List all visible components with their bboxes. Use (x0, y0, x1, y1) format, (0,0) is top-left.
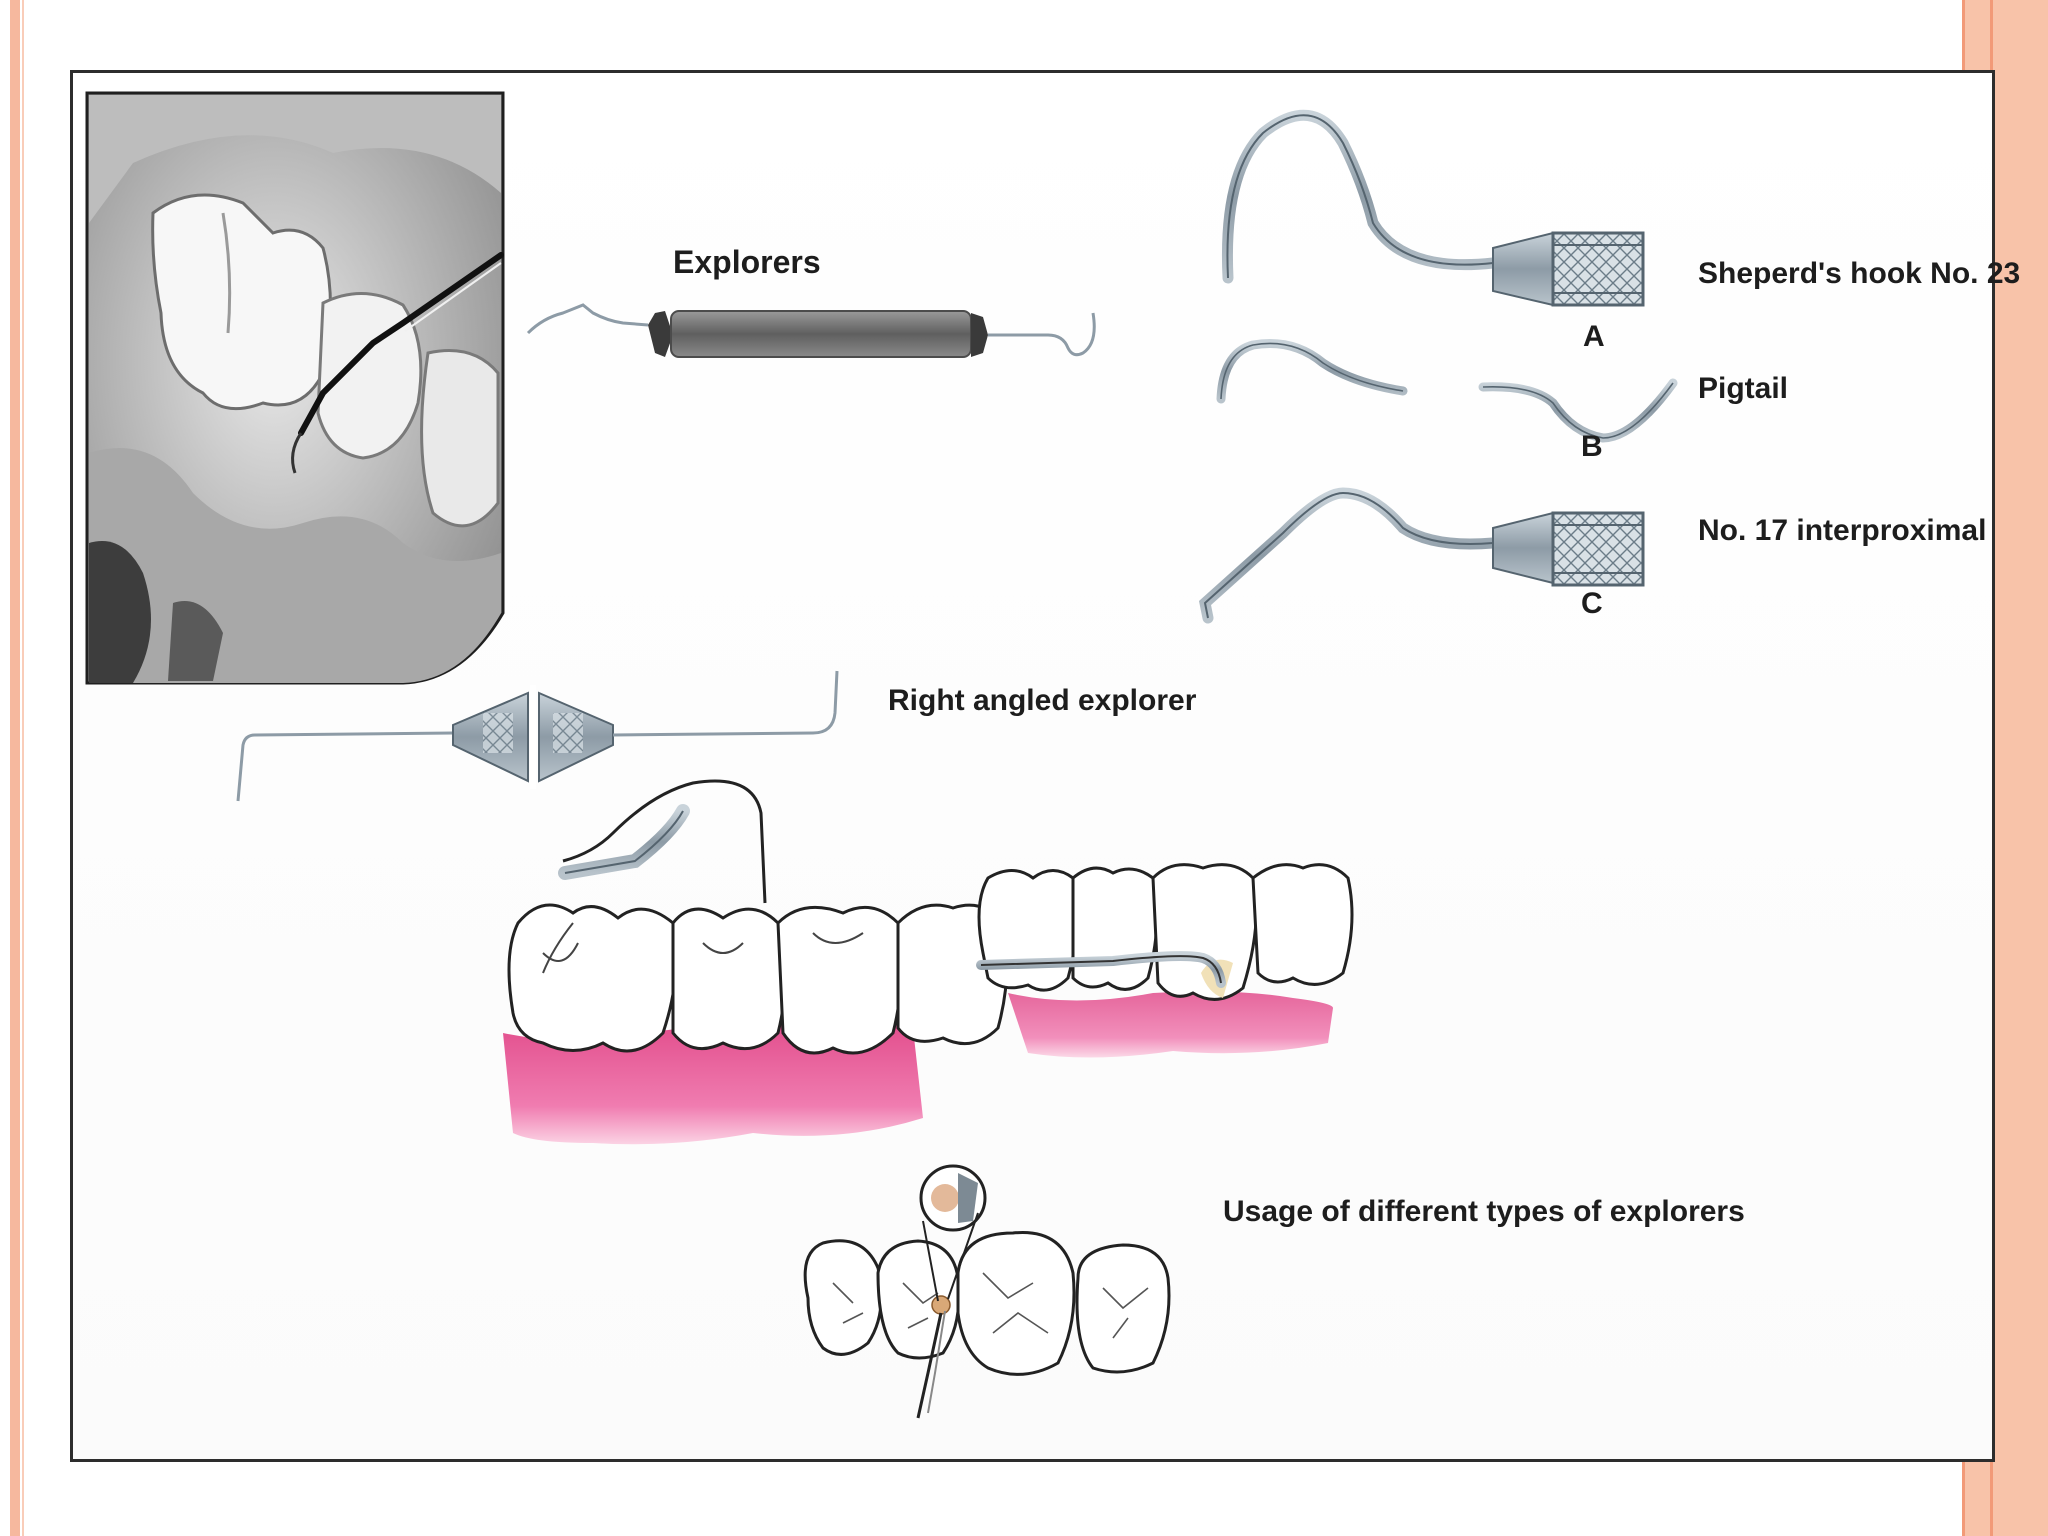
usage-label: Usage of different types of explorers (1223, 1195, 1745, 1228)
usage-illustration-occlusal (803, 1164, 1171, 1419)
figure-frame: Explorers A Sheperd's hook No. 23 B Pigt… (70, 70, 2020, 1462)
pigtail-label: Pigtail (1698, 372, 1788, 405)
right-angled-explorer-label: Right angled explorer (888, 684, 1197, 717)
explorer-c-letter: C (1581, 587, 1603, 620)
interproximal-explorer (1198, 487, 1645, 624)
clinical-photo (85, 91, 505, 685)
explorers-label: Explorers (673, 244, 821, 280)
explorer-a-letter: A (1583, 320, 1605, 353)
slide-edge-left-thin (22, 0, 24, 1536)
pigtail-explorer (1216, 338, 1678, 443)
double-ended-explorer-illustration (526, 303, 1096, 358)
shepherds-hook-explorer (1221, 109, 1645, 307)
slide-edge-left (10, 0, 20, 1536)
shepherds-hook-label: Sheperd's hook No. 23 (1698, 257, 2020, 290)
explorer-b-letter: B (1581, 430, 1603, 463)
right-angled-explorer (236, 670, 839, 802)
explorers-figure: Explorers A Sheperd's hook No. 23 B Pigt… (85, 91, 2020, 1419)
interproximal-label: No. 17 interproximal (1698, 514, 1986, 547)
usage-illustration-interproximal (976, 863, 1354, 1058)
usage-illustration-hook (503, 779, 1009, 1145)
